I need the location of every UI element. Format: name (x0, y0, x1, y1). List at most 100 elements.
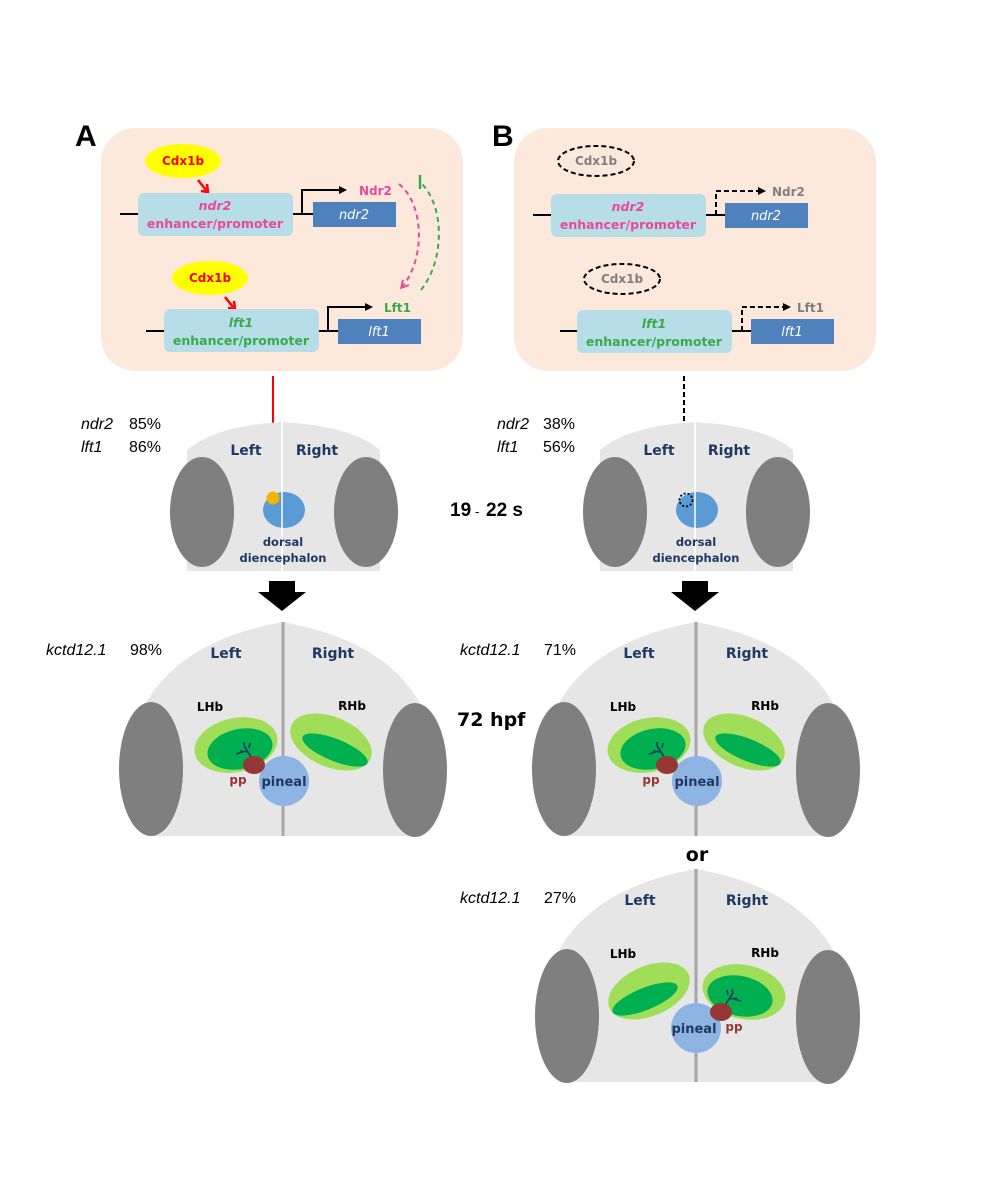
ndr2-gene-box (313, 202, 396, 227)
lft1-gene-box (338, 319, 421, 344)
left-label: Left (624, 893, 656, 909)
panel-letter-b: B (492, 120, 514, 153)
enhancer-gene-name: ndr2 (612, 199, 645, 214)
pp-label: pp (229, 773, 247, 787)
left-label: Left (230, 443, 262, 459)
left-label: Left (643, 443, 675, 459)
right-eye (796, 703, 860, 837)
early-brain-a: Left Right dorsal diencephalon (170, 422, 398, 571)
percentage: 38% (543, 416, 575, 433)
right-eye (796, 950, 860, 1084)
right-label: Right (726, 646, 769, 662)
lft1-protein-label: Lft1 (797, 301, 824, 315)
percentage: 98% (130, 642, 162, 659)
left-habenula-dorsal (612, 982, 678, 1016)
gene-name: kctd12.1 (460, 642, 520, 659)
lft1-protein-label: Lft1 (384, 301, 411, 315)
region-label: dorsal (263, 535, 303, 549)
ndr2-gene-box (725, 203, 808, 228)
lft1-inhibits-ndr2-arrow (419, 181, 440, 291)
ndr2-induces-lft1-arrow (398, 183, 420, 287)
left-eye (583, 457, 647, 567)
stage-early-start: 19 (450, 500, 471, 521)
cdx1b-label: Cdx1b (601, 272, 643, 286)
left-eye (535, 949, 599, 1083)
cdx1b-absent (557, 145, 635, 177)
parapineal-organ (656, 756, 678, 774)
rhb-label: RHb (751, 946, 779, 960)
panel-b: B Cdx1b ndr2 enhancer/promoter ndr2 Ndr2… (460, 120, 876, 1084)
pineal-organ (259, 756, 309, 806)
ndr2-enhancer-box (551, 194, 706, 237)
lft1-regulation-b: Cdx1b lft1 enhancer/promoter lft1 Lft1 (560, 263, 834, 353)
late-brain-a: Left Right LHb RHb pp pineal (119, 622, 447, 837)
cdx1b-label: Cdx1b (575, 154, 617, 168)
enhancer-label: enhancer/promoter (586, 334, 723, 349)
enhancer-gene-name: ndr2 (199, 198, 232, 213)
enhancer-label: enhancer/promoter (147, 216, 284, 231)
cdx1b-label: Cdx1b (162, 154, 204, 168)
percentage: 27% (544, 890, 576, 907)
pineal-organ (672, 756, 722, 806)
cdx1b-absent (583, 263, 661, 295)
expression-stats-b: ndr2 38% lft1 56% (497, 416, 575, 456)
progression-arrow (258, 581, 306, 611)
right-habenula-dorsal (302, 733, 368, 767)
gene-box-label: lft1 (781, 325, 803, 340)
enhancer-label: enhancer/promoter (173, 333, 310, 348)
stage-early-end: 22 s (486, 500, 523, 521)
cdx1b-label: Cdx1b (189, 271, 231, 285)
left-label: Left (623, 646, 655, 662)
right-label: Right (312, 646, 355, 662)
gene-name: kctd12.1 (460, 890, 520, 907)
ndr2-protein-label: Ndr2 (359, 184, 392, 198)
gene-box-label: lft1 (368, 325, 390, 340)
gene-name: lft1 (81, 439, 102, 456)
panel-letter-a: A (75, 120, 97, 153)
transcription-arrow (301, 186, 347, 214)
lft1-gene-box (751, 319, 834, 344)
late-brain-b-reversed: Left Right LHb RHb pp pineal (535, 869, 860, 1084)
gene-name: ndr2 (497, 416, 529, 433)
pp-label: pp (642, 773, 660, 787)
region-label: diencephalon (240, 551, 327, 565)
lft1-enhancer-box (577, 310, 732, 353)
reduced-transcription-arrow (715, 187, 766, 215)
percentage: 71% (544, 642, 576, 659)
rhb-label: RHb (751, 699, 779, 713)
late-brain-b-normal: Left Right LHb RHb pp pineal (532, 622, 860, 837)
ndr2-regulation-b: Cdx1b ndr2 enhancer/promoter ndr2 Ndr2 (533, 145, 808, 237)
right-label: Right (708, 443, 751, 459)
nodal-expression-dot (266, 491, 280, 505)
lhb-label: LHb (610, 700, 637, 714)
reduced-transcription-arrow (741, 303, 791, 331)
pineal-label: pineal (674, 775, 719, 790)
lft1-enhancer-box (164, 309, 319, 352)
pineal-organ (671, 1003, 721, 1053)
or-label: or (686, 844, 709, 866)
activation-arrow (197, 179, 207, 191)
ndr2-regulation-a: Cdx1b ndr2 enhancer/promoter ndr2 Ndr2 (120, 144, 396, 236)
stage-late: 72 hpf (457, 709, 526, 731)
percentage: 56% (543, 439, 575, 456)
pp-label: pp (725, 1020, 743, 1034)
gene-name: lft1 (497, 439, 518, 456)
left-eye (119, 702, 183, 836)
parapineal-organ (243, 756, 265, 774)
right-label: Right (726, 893, 769, 909)
parapineal-organ (710, 1003, 732, 1021)
lhb-label: LHb (610, 947, 637, 961)
enhancer-gene-name: lft1 (229, 315, 253, 330)
gene-box-label: ndr2 (751, 209, 781, 224)
activation-arrowhead (200, 183, 210, 194)
ndr2-protein-label: Ndr2 (772, 185, 805, 199)
percentage: 85% (129, 416, 161, 433)
left-label: Left (210, 646, 242, 662)
region-label: diencephalon (653, 551, 740, 565)
activation-arrow (224, 296, 234, 308)
right-habenula-dorsal (715, 733, 781, 767)
right-eye (746, 457, 810, 567)
expression-stats-a: ndr2 85% lft1 86% (81, 416, 161, 456)
right-label: Right (296, 443, 339, 459)
